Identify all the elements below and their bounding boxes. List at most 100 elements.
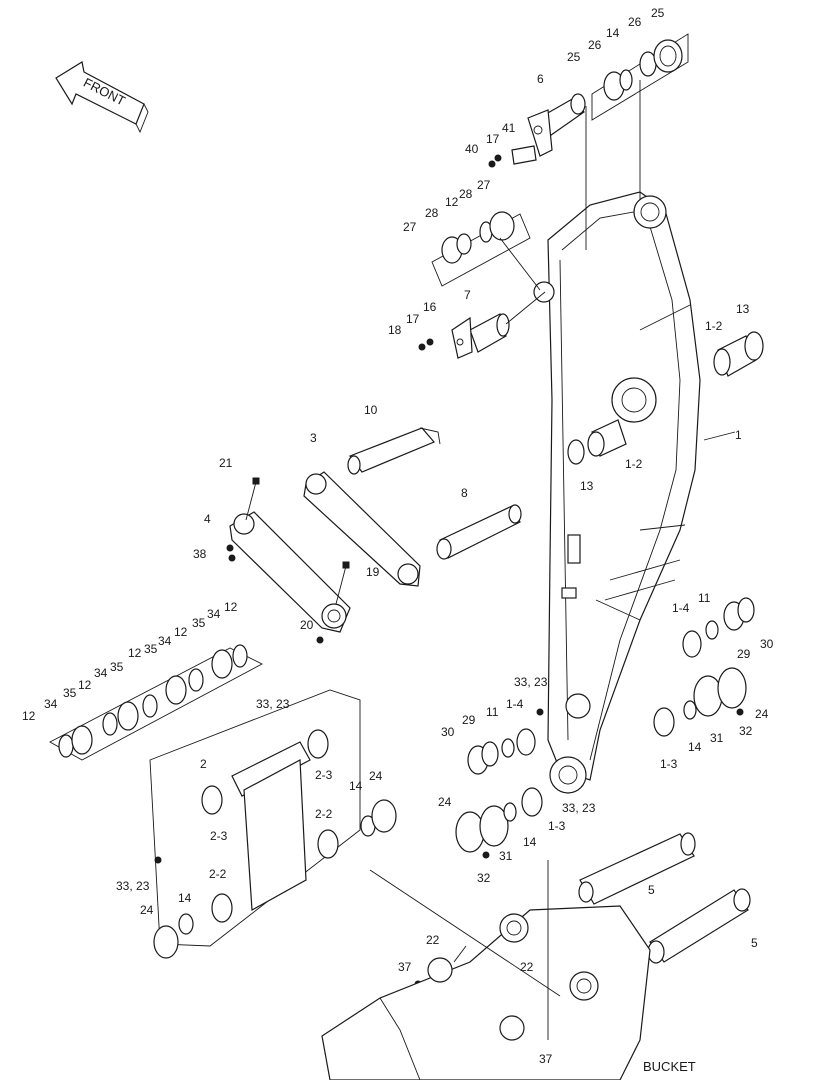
callout-16: 16 [423,300,437,314]
spacer-stack [49,644,263,761]
callout-22: 22 [520,960,534,974]
arm-body [533,191,701,794]
callout-41: 41 [502,121,516,135]
callout-21: 21 [219,456,233,470]
callout-10: 10 [364,403,378,417]
callout-13: 13 [736,302,750,316]
callout-1-3: 1-3 [660,757,678,771]
callout-28: 28 [425,206,439,220]
callout-2-2: 2-2 [209,867,227,881]
pin-10 [347,427,441,475]
callout-14: 14 [523,835,537,849]
callout-1-4: 1-4 [672,601,690,615]
bushing-group-lower [455,597,755,853]
callout-17: 17 [406,312,420,326]
callout-6: 6 [537,72,544,86]
pin-8 [436,504,522,560]
callout-13: 13 [580,479,594,493]
callout-1: 1 [735,428,742,442]
callout-22: 22 [426,933,440,947]
callout-12: 12 [174,625,188,639]
callout-1-3: 1-3 [548,819,566,833]
front-arrow-icon: FRONT [55,61,149,134]
callout-24: 24 [140,903,154,917]
callout-14: 14 [606,26,620,40]
callout-1-2: 1-2 [625,457,643,471]
callout-38: 38 [193,547,207,561]
callout-18: 18 [388,323,402,337]
callout-32: 32 [477,871,491,885]
callout-12: 12 [224,600,238,614]
callout-3: 3 [310,431,317,445]
callout-33-23: 33, 23 [562,801,596,815]
callout-2-2: 2-2 [315,807,333,821]
callout-25: 25 [567,50,581,64]
callout-12: 12 [22,709,36,723]
seal-group-top [591,33,689,121]
callout-19: 19 [366,565,380,579]
callout-1-2: 1-2 [705,319,723,333]
callout-35: 35 [110,660,124,674]
callout-33-23: 33, 23 [514,675,548,689]
callout-11: 11 [698,591,711,605]
callout-30: 30 [441,725,455,739]
callout-34: 34 [158,634,172,648]
callout-31: 31 [710,731,724,745]
link-2-assembly [149,689,397,959]
callout-37: 37 [539,1052,553,1066]
pin-7 [451,313,510,359]
callout-35: 35 [192,616,206,630]
callout-8: 8 [461,486,468,500]
callout-5: 5 [751,936,758,950]
pin-5 [578,832,751,964]
callout-40: 40 [465,142,479,156]
callout-25: 25 [651,6,665,20]
pin-6 [527,93,586,157]
callout-29: 29 [737,647,751,661]
bushing-1-2 [567,331,764,465]
callout-34: 34 [44,697,58,711]
callout-2-3: 2-3 [210,829,228,843]
callout-33-23: 33, 23 [116,879,150,893]
callout-7: 7 [464,288,471,302]
callout-34: 34 [207,607,221,621]
callout-24: 24 [438,795,452,809]
callout-12: 12 [128,646,142,660]
leader-lines [369,80,736,1040]
callout-5: 5 [648,883,655,897]
callout-29: 29 [462,713,476,727]
callout-2: 2 [200,757,207,771]
callout-14: 14 [178,891,192,905]
callout-1-4: 1-4 [506,697,524,711]
callout-14: 14 [349,779,363,793]
callout-32: 32 [739,724,753,738]
link-3 [303,471,421,587]
callout-14: 14 [688,740,702,754]
callout-28: 28 [459,187,473,201]
callout-37: 37 [398,960,412,974]
bucket-caption: BUCKET [643,1059,696,1074]
callout-labels: 25 26 14 26 25 6 41 17 40 27 28 12 28 27… [22,6,774,1066]
bucket [321,905,651,1080]
callout-27: 27 [477,178,491,192]
callout-35: 35 [144,642,158,656]
callout-2-3: 2-3 [315,768,333,782]
seal-group-mid [431,211,531,287]
link-4 [229,511,351,633]
callout-17: 17 [486,132,500,146]
callout-34: 34 [94,666,108,680]
callout-24: 24 [369,769,383,783]
callout-12: 12 [78,678,92,692]
callout-30: 30 [760,637,774,651]
callout-33-23: 33, 23 [256,697,290,711]
callout-20: 20 [300,618,314,632]
callout-4: 4 [204,512,211,526]
callout-35: 35 [63,686,77,700]
callout-26: 26 [628,15,642,29]
callout-26: 26 [588,38,602,52]
callout-11: 11 [486,705,499,719]
plate-41 [511,145,537,165]
callout-12: 12 [445,195,459,209]
